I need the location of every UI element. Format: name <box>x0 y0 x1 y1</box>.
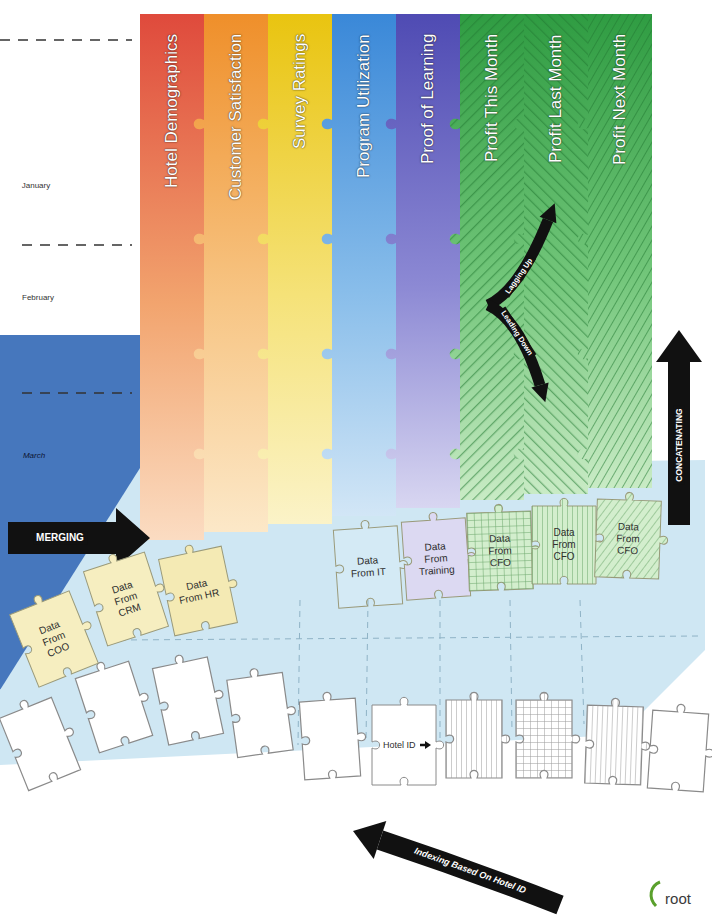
piece-fill <box>157 537 245 636</box>
piece-fill <box>466 503 541 591</box>
piece-fill <box>595 491 670 579</box>
puzzle-strip: Customer Satisfaction <box>204 14 268 532</box>
strip-fill <box>514 14 588 494</box>
strip-label: Program Utilization <box>354 34 374 178</box>
puzzle-strip: Profit This Month <box>460 14 524 500</box>
piece-fill <box>81 542 176 646</box>
arrow-label: CONCATENATING <box>674 405 685 484</box>
arrow-label: Leading Down <box>497 306 536 359</box>
piece-outline <box>0 687 88 790</box>
strip-fill <box>140 14 204 540</box>
strip-fill <box>322 14 396 516</box>
strip-label: Profit Next Month <box>610 34 630 165</box>
puzzle-strip: Survey Ratings <box>268 14 332 524</box>
piece-label: Data From Training <box>414 540 458 579</box>
strip-fill <box>578 14 652 488</box>
piece-hatch <box>466 503 541 591</box>
piece-outline <box>647 703 712 793</box>
strip-label: Profit This Month <box>482 34 502 162</box>
empty-piece <box>516 692 580 778</box>
piece-hatch <box>595 491 670 579</box>
puzzle-strip: Profit Last Month <box>524 14 588 494</box>
strip-hatch <box>578 14 652 488</box>
strip-label: Profit Last Month <box>546 34 566 163</box>
piece-outline <box>446 692 510 778</box>
piece-outline <box>585 697 652 785</box>
piece-label: Data From CFO <box>543 527 585 563</box>
empty-piece <box>299 690 368 780</box>
piece-label: Data From IT <box>346 554 390 581</box>
logo-text: root <box>665 890 691 907</box>
puzzle-piece: Data From CFO <box>532 506 596 584</box>
piece-hatch <box>585 697 652 785</box>
strip-fill <box>386 14 460 508</box>
puzzle-piece: Data From HR <box>159 546 238 636</box>
piece-outline <box>299 690 368 780</box>
piece-outline <box>516 692 580 778</box>
empty-piece <box>226 664 301 758</box>
strip-label: Customer Satisfaction <box>226 34 246 200</box>
puzzle-piece: Data From CRM <box>84 552 169 646</box>
piece-fill <box>333 518 410 608</box>
empty-piece <box>0 687 88 790</box>
concatenating-arrow <box>656 330 702 525</box>
piece-label: Data From CFO <box>606 520 649 557</box>
piece-fill <box>372 697 444 785</box>
puzzle-piece: Data From COO <box>10 591 99 687</box>
puzzle-strip: Hotel Demographics <box>140 14 204 540</box>
piece-outline <box>151 648 231 745</box>
puzzle-piece: Hotel ID <box>372 705 436 785</box>
empty-piece <box>647 703 712 793</box>
strip-label: Hotel Demographics <box>162 34 182 188</box>
piece-fill <box>7 581 106 687</box>
id-arrowhead <box>425 741 431 749</box>
month-label: February <box>22 293 54 302</box>
puzzle-piece: Data From IT <box>333 526 402 608</box>
empty-piece <box>151 648 231 745</box>
piece-label: Hotel ID <box>383 739 416 751</box>
puzzle-strip: Program Utilization <box>332 14 396 516</box>
logo-leaf <box>651 882 660 906</box>
month-label: March <box>23 451 45 460</box>
puzzle-piece: Data From CFO <box>467 511 534 591</box>
index-arrowhead <box>353 821 386 859</box>
arrow-label: Lagging Up <box>502 254 537 298</box>
puzzle-piece: Data From Training <box>401 518 470 600</box>
strip-fill <box>258 14 332 524</box>
empty-pieces <box>0 648 712 792</box>
month-divider <box>0 40 132 393</box>
puzzle-piece: Data From CFO <box>595 499 662 579</box>
strip-label: Proof of Learning <box>418 34 438 164</box>
strip-label: Survey Ratings <box>290 34 310 149</box>
puzzle-strip: Profit Next Month <box>588 14 652 488</box>
empty-piece <box>585 697 652 785</box>
strip-fill <box>450 14 524 500</box>
piece-fill <box>532 498 604 584</box>
empty-piece <box>446 692 510 778</box>
piece-outline <box>226 664 301 758</box>
arrow-label: Indexing Based On Hotel ID <box>410 845 530 898</box>
piece-hatch <box>516 692 580 778</box>
index-arrow <box>380 840 560 905</box>
piece-hatch <box>446 692 510 778</box>
puzzle-strip: Proof of Learning <box>396 14 460 508</box>
arrow-label: MERGING <box>33 532 87 545</box>
strip-hatch <box>450 14 524 500</box>
strip-fill <box>194 14 268 532</box>
strip-hatch <box>514 14 588 494</box>
month-label: January <box>22 181 50 190</box>
piece-label: Data From CFO <box>478 532 521 569</box>
piece-hatch <box>532 498 604 584</box>
